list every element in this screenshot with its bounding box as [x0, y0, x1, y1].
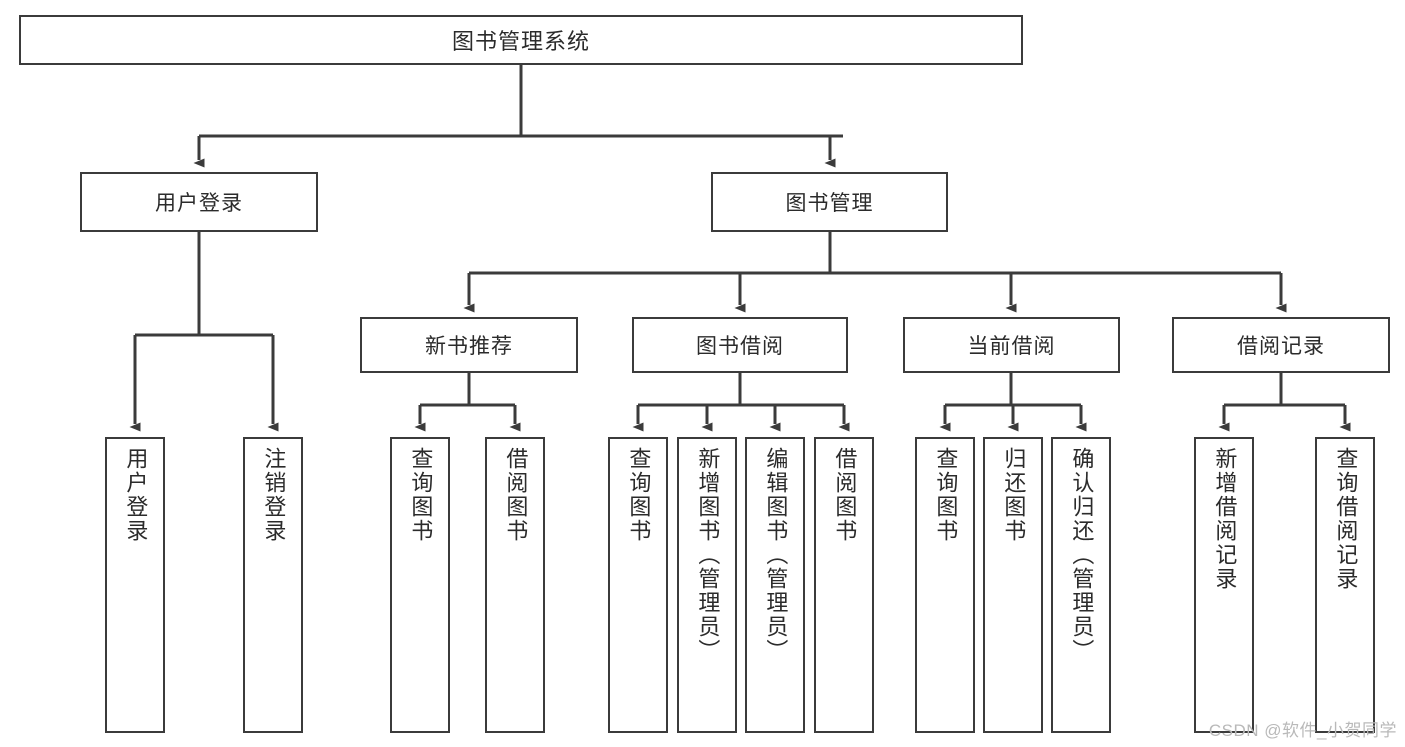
leaf-node[interactable]: 查询借阅记录 [1315, 437, 1375, 733]
leaf-node[interactable]: 查询图书 [390, 437, 450, 733]
node-borrow-record-label: 借阅记录 [1237, 335, 1325, 358]
leaf-label: 确认归还（管理员） [1069, 447, 1095, 663]
leaf-label: 借阅图书 [832, 447, 858, 543]
leaf-label: 归还图书 [1001, 447, 1027, 543]
node-root-label: 图书管理系统 [451, 29, 590, 54]
leaf-node[interactable]: 新增借阅记录 [1194, 437, 1254, 733]
leaf-label: 注销登录 [261, 447, 287, 543]
node-current-borrow[interactable]: 当前借阅 [903, 317, 1120, 373]
leaf-node[interactable]: 借阅图书 [485, 437, 545, 733]
leaf-label: 查询图书 [408, 447, 434, 543]
node-borrow-record[interactable]: 借阅记录 [1172, 317, 1390, 373]
leaf-label: 查询借阅记录 [1333, 447, 1359, 591]
node-user-login-label: 用户登录 [155, 192, 243, 215]
leaf-node[interactable]: 归还图书 [983, 437, 1043, 733]
node-new-book-recommend[interactable]: 新书推荐 [360, 317, 578, 373]
leaf-label: 新增借阅记录 [1212, 447, 1238, 591]
leaf-label: 编辑图书（管理员） [763, 447, 789, 663]
node-book-management-label: 图书管理 [785, 192, 874, 215]
leaf-node[interactable]: 用户登录 [105, 437, 165, 733]
node-user-login[interactable]: 用户登录 [80, 172, 318, 232]
node-book-management[interactable]: 图书管理 [711, 172, 948, 232]
leaf-label: 查询图书 [626, 447, 652, 543]
leaf-node[interactable]: 确认归还（管理员） [1051, 437, 1111, 733]
leaf-label: 查询图书 [933, 447, 959, 543]
leaf-node[interactable]: 查询图书 [915, 437, 975, 733]
leaf-node[interactable]: 新增图书（管理员） [677, 437, 737, 733]
leaf-node[interactable]: 借阅图书 [814, 437, 874, 733]
watermark: CSDN @软件_小贺同学 [1208, 721, 1397, 740]
leaf-label: 用户登录 [123, 447, 149, 543]
node-book-borrow-label: 图书借阅 [696, 335, 784, 358]
leaf-node[interactable]: 查询图书 [608, 437, 668, 733]
node-book-borrow[interactable]: 图书借阅 [632, 317, 848, 373]
leaf-node[interactable]: 编辑图书（管理员） [745, 437, 805, 733]
node-current-borrow-label: 当前借阅 [967, 335, 1056, 358]
leaf-label: 借阅图书 [503, 447, 529, 543]
leaf-label: 新增图书（管理员） [695, 447, 721, 663]
node-new-book-recommend-label: 新书推荐 [425, 335, 513, 358]
leaf-node[interactable]: 注销登录 [243, 437, 303, 733]
node-root[interactable]: 图书管理系统 [19, 15, 1023, 65]
